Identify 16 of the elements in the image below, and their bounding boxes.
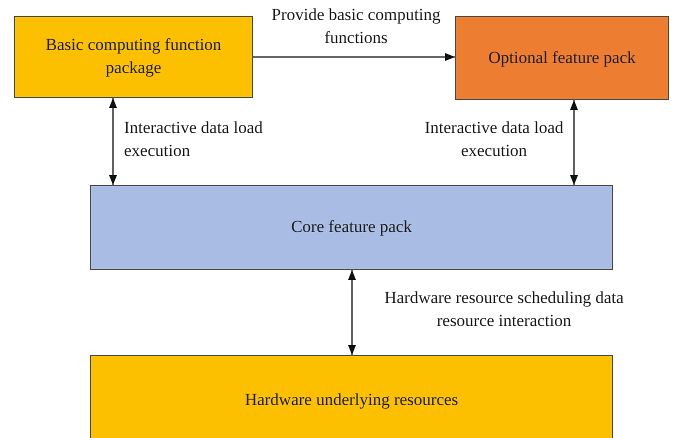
process-box xyxy=(90,185,613,270)
arrow xyxy=(253,53,455,61)
edge-label: Hardware resource scheduling data resource interaction xyxy=(383,287,625,332)
edge-label: Interactive data load execution xyxy=(424,117,564,162)
process-box xyxy=(14,16,253,98)
box-label: Basic computing function package xyxy=(44,34,222,79)
arrow xyxy=(348,270,356,355)
arrow xyxy=(570,100,578,185)
process-box xyxy=(455,16,669,100)
box-label: Optional feature pack xyxy=(488,46,636,69)
box-label: Hardware underlying resources xyxy=(244,388,458,411)
process-box xyxy=(90,355,613,438)
edge-label: Interactive data load execution xyxy=(124,117,264,162)
edge-label: Provide basic computing functions xyxy=(270,4,442,49)
box-label: Core feature pack xyxy=(291,216,412,238)
arrow xyxy=(109,98,117,185)
